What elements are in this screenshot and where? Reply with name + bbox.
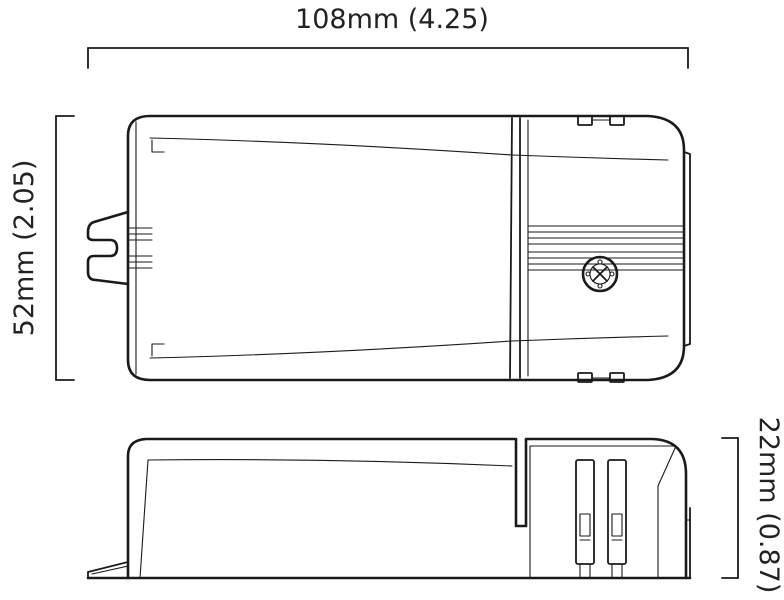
depth-dimension: 22mm (0.87) (721, 417, 784, 594)
top-end-cap (683, 151, 691, 347)
mounting-tab (86, 210, 130, 286)
screw-icon (581, 255, 619, 293)
top-cover-edge-upper (149, 137, 513, 156)
top-outer-body (126, 114, 686, 382)
top-cover-edge-upper-right (511, 154, 669, 161)
height-dimension: 52mm (2.05) (9, 115, 75, 381)
clip-corner-top (151, 139, 165, 153)
width-dimension: 108mm (4.25) (87, 4, 689, 69)
terminal-connector-right (607, 459, 627, 565)
top-cover-edge-lower-right (511, 335, 669, 342)
side-view (86, 437, 692, 580)
side-cover-slope (139, 459, 149, 579)
top-view (86, 114, 691, 383)
side-box-slope (651, 445, 677, 579)
side-flange-inner (91, 565, 129, 575)
right-grooves (527, 225, 685, 271)
side-flange (87, 561, 129, 579)
width-label: 108mm (4.25) (295, 4, 489, 35)
terminal-latches-bottom (577, 372, 625, 383)
terminal-connector-left (575, 459, 595, 565)
height-label: 52mm (2.05) (9, 160, 40, 337)
side-outer-body (126, 437, 688, 580)
top-cover-edge-lower (149, 340, 513, 359)
depth-label: 22mm (0.87) (753, 417, 784, 594)
side-cover-edge (147, 459, 513, 467)
clip-corner-bottom (151, 343, 165, 357)
top-divider-left (509, 117, 513, 379)
left-grooves (127, 227, 153, 269)
terminal-feet (579, 563, 623, 579)
terminal-latches-top (577, 115, 625, 126)
